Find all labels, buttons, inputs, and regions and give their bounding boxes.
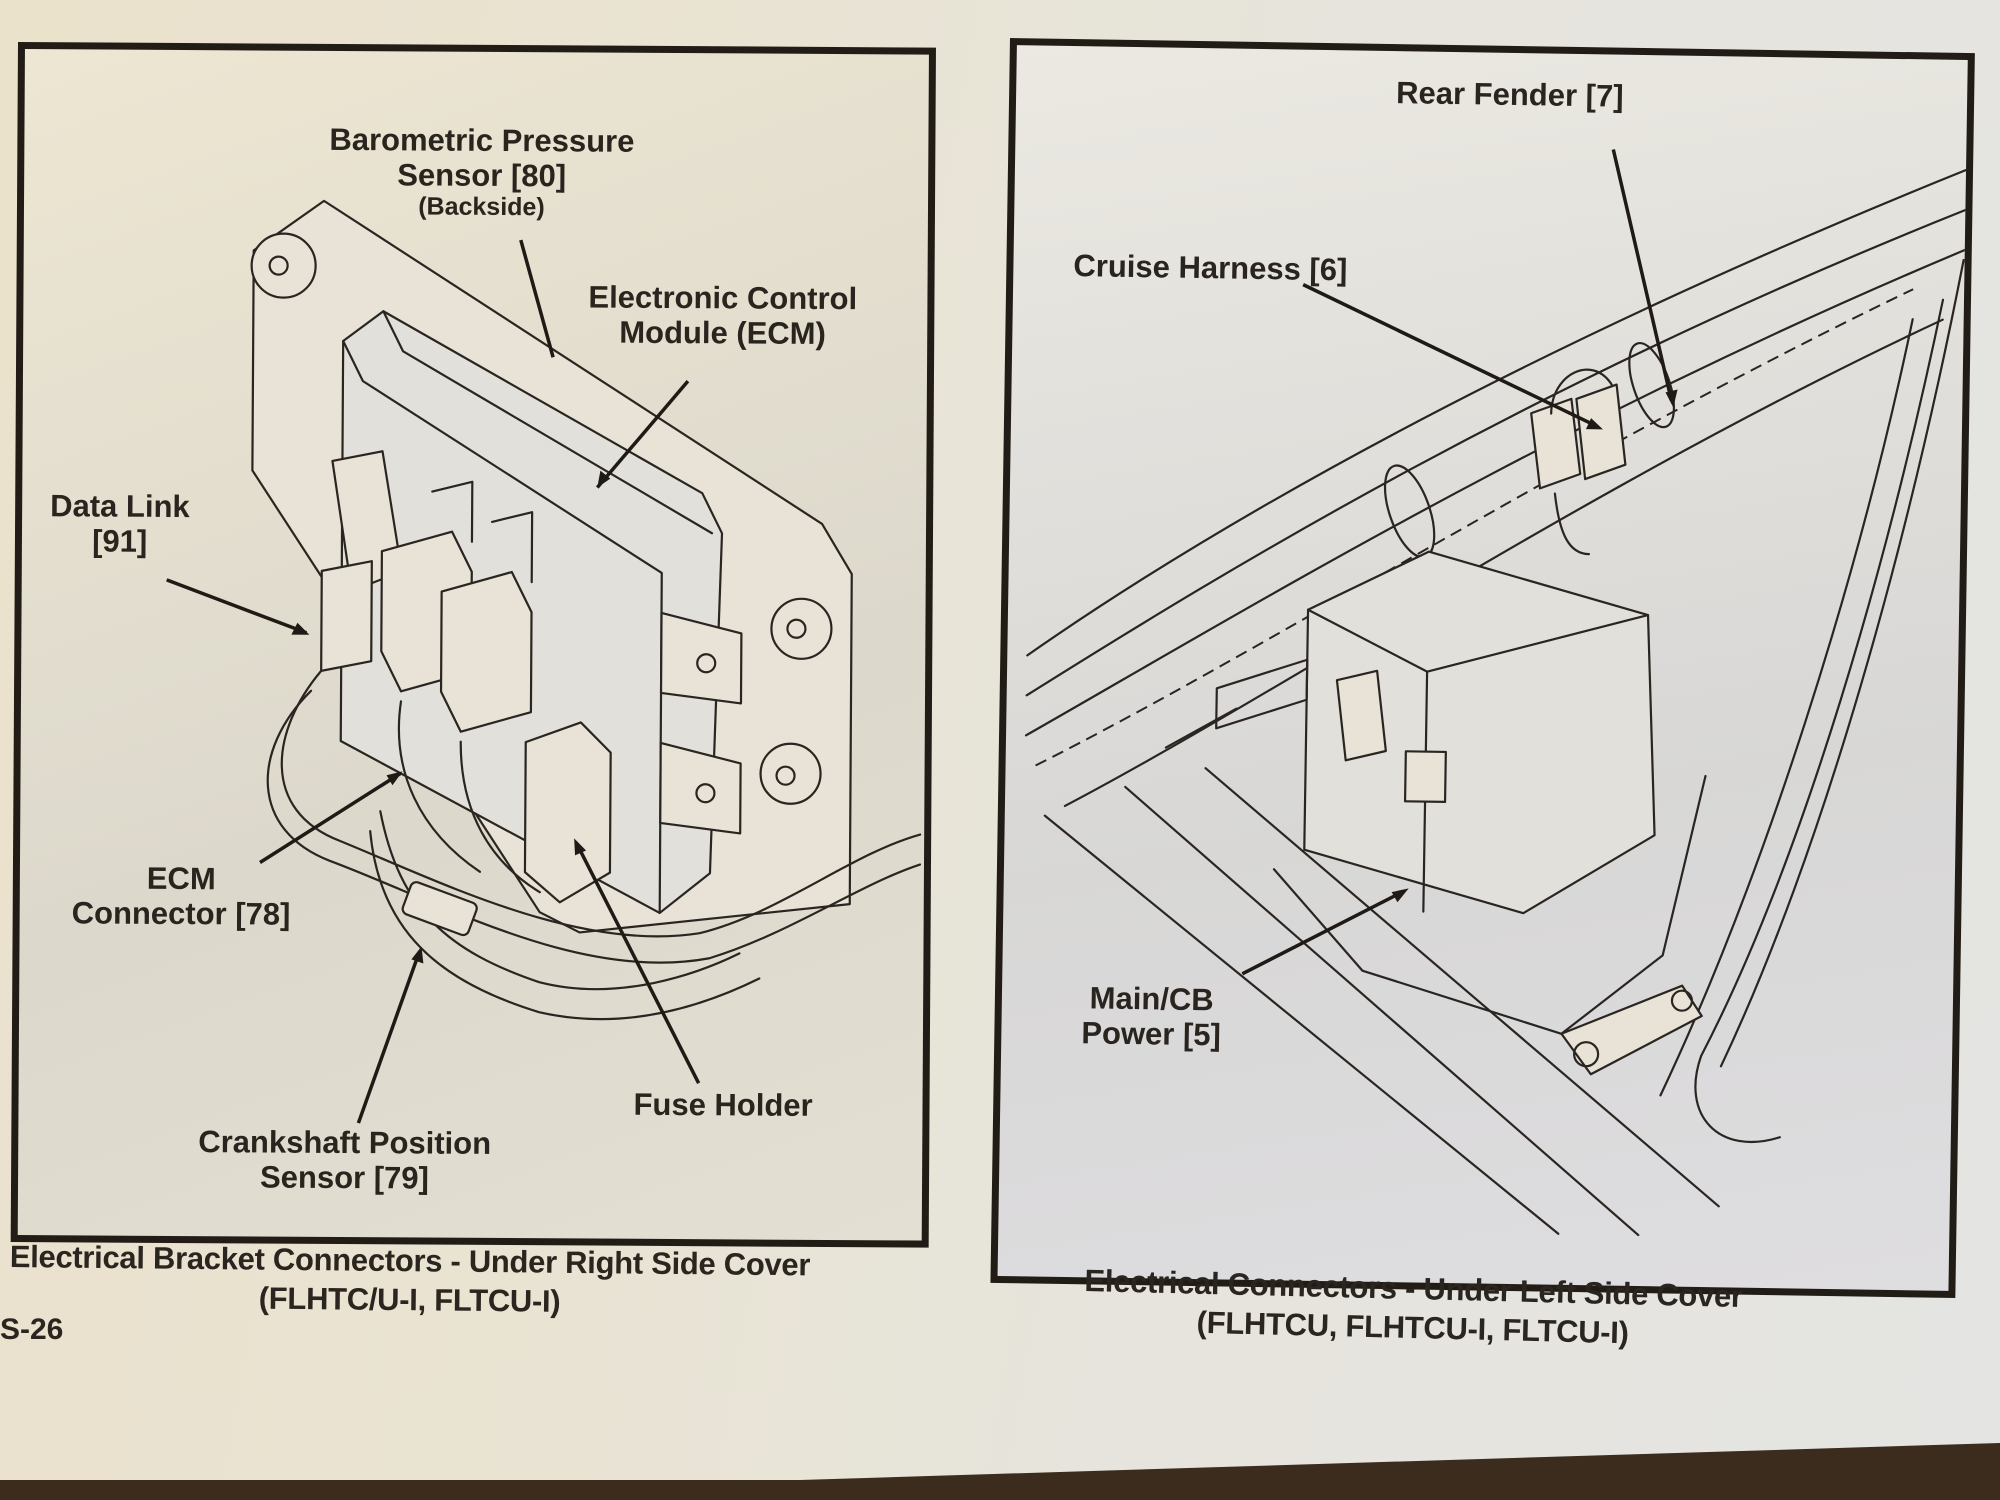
leader-ecm (595, 379, 690, 489)
leader-barometric-sensor (519, 239, 555, 358)
leader-fuse-holder (574, 841, 701, 1084)
callout-barometric-pressure-sensor: Barometric Pressure Sensor [80] (Backsid… (329, 121, 635, 222)
figure-panel-left-side-cover: Rear Fender [7] Cruise Harness [6] Main/… (990, 38, 1975, 1299)
page-number: S-26 (0, 1313, 64, 1346)
leader-lines-right (1241, 149, 1678, 976)
leader-lines-left (166, 239, 701, 1124)
main-cb-power-connector (1335, 669, 1387, 762)
circuit-breaker-module (1303, 550, 1656, 915)
bracket-grommet-top (250, 232, 317, 299)
cruise-harness-connector (1530, 397, 1582, 490)
figure-caption-right: Electrical Connectors - Under Left Side … (1084, 1262, 1744, 1351)
crankshaft-sensor-connector (401, 881, 478, 937)
callout-ecm-connector: ECM Connector [78] (71, 860, 291, 932)
callout-data-link: Data Link [91] (50, 488, 190, 559)
leader-crankshaft-sensor (356, 950, 422, 1124)
leader-rear-fender (1611, 149, 1674, 401)
callout-electronic-control-module: Electronic Control Module (ECM) (588, 279, 858, 351)
bracket-grommet-lower (759, 742, 822, 805)
callout-rear-fender: Rear Fender [7] (1395, 75, 1624, 114)
leader-data-link (166, 578, 308, 635)
rear-fender-connector (1575, 383, 1627, 481)
callout-main-cb-power: Main/CB Power [5] (1081, 980, 1222, 1053)
leader-ecm-connector (259, 771, 402, 864)
left-side-wiring-illustration (1024, 168, 1968, 1237)
cable-tie-2 (1628, 342, 1676, 429)
main-cb-power-socket (1403, 750, 1447, 804)
callout-cruise-harness: Cruise Harness [6] (1073, 248, 1348, 288)
callout-crankshaft-position-sensor: Crankshaft Position Sensor [79] (198, 1124, 492, 1196)
bracket-grommet-right (770, 597, 833, 660)
ecm-bracket-illustration (250, 199, 922, 1021)
figure-caption-left: Electrical Bracket Connectors - Under Ri… (9, 1239, 811, 1319)
leader-main-cb-power (1241, 889, 1405, 976)
relay-2 (439, 570, 533, 733)
fuse-holder (523, 721, 612, 904)
leader-cruise-harness (1302, 283, 1598, 428)
figure-panel-right-side-cover: Barometric Pressure Sensor [80] (Backsid… (10, 42, 936, 1248)
callout-fuse-holder: Fuse Holder (633, 1086, 813, 1123)
